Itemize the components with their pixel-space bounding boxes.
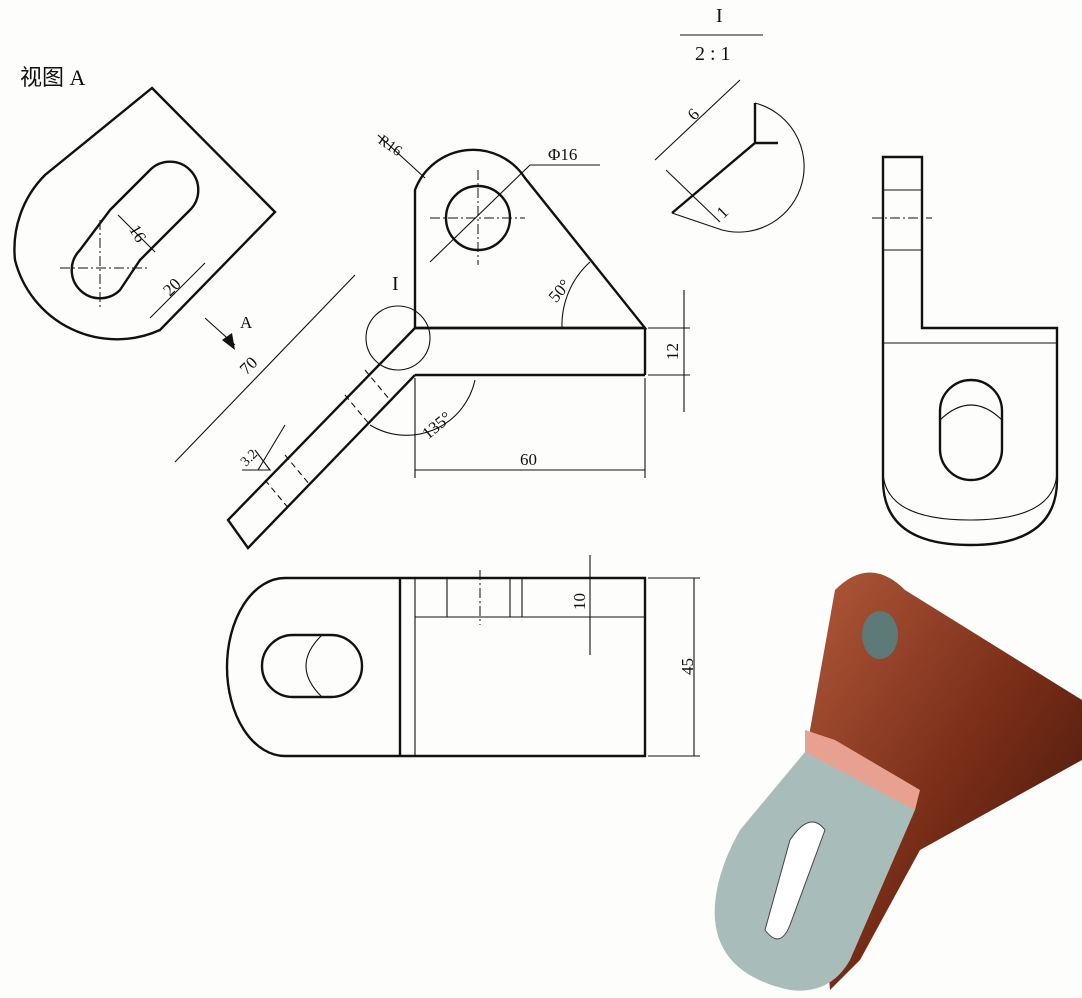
detail-view: I 2 : 1 6 1 (654, 5, 805, 233)
dim-16: 16 (125, 221, 150, 245)
front-view: I 70 3.2 R16 Φ16 50° 12 135° 60 (174, 132, 690, 550)
edge (882, 469, 1058, 521)
view-a: 视图 A 16 20 A (13, 65, 277, 350)
slot (260, 633, 364, 699)
edge (446, 578, 523, 617)
hidden-lines (264, 369, 391, 511)
render-hole (862, 611, 898, 659)
inclined-leg (226, 327, 416, 550)
right-view-outline (881, 155, 1059, 547)
dim-line (117, 214, 156, 253)
detail-scale: 2 : 1 (695, 43, 731, 65)
dim-line (665, 169, 721, 223)
dim-12: 12 (663, 343, 682, 360)
dim-line (149, 262, 206, 319)
detail-circle (671, 102, 805, 233)
render-bend-face (805, 730, 920, 810)
detail-label: I (716, 5, 723, 27)
detail-circle-marker (365, 305, 431, 371)
dim-60: 60 (520, 450, 537, 469)
dim-45: 45 (678, 658, 697, 675)
render-leg-face (714, 752, 915, 991)
detail-edge (671, 103, 778, 214)
roughness: 3.2 (238, 447, 261, 470)
render-slot (764, 821, 826, 940)
dim-10: 10 (570, 593, 589, 610)
right-view (872, 155, 1059, 547)
roughness-symbol-icon (242, 424, 286, 471)
dim-hole: Φ16 (548, 145, 577, 164)
view-arrow-label: A (240, 313, 253, 332)
dim-line-70 (174, 274, 356, 463)
angle-arc-135 (369, 379, 476, 436)
r16-leader (377, 134, 426, 179)
dim-70: 70 (236, 353, 261, 378)
dim-1: 1 (713, 202, 732, 221)
view-a-title: 视图 A (20, 65, 86, 90)
view-a-outline (13, 86, 277, 341)
dim-20: 20 (159, 274, 184, 299)
slot-edge (939, 404, 1003, 421)
slot-edge (305, 634, 323, 698)
view-a-slot (70, 160, 200, 300)
angle-arc-50 (561, 261, 591, 329)
dim-angle-135: 135° (418, 408, 455, 443)
isometric-render (714, 572, 1082, 991)
ear-outline (413, 148, 648, 330)
detail-marker: I (392, 273, 399, 295)
slot (938, 378, 1004, 482)
hole-leader (429, 164, 600, 263)
dim-6: 6 (684, 105, 703, 124)
top-view-outline (225, 576, 647, 758)
arrow-head-icon (222, 333, 235, 350)
dim-angle-50: 50° (545, 276, 575, 306)
top-view: 10 45 (225, 555, 700, 758)
dim-line (654, 79, 741, 161)
